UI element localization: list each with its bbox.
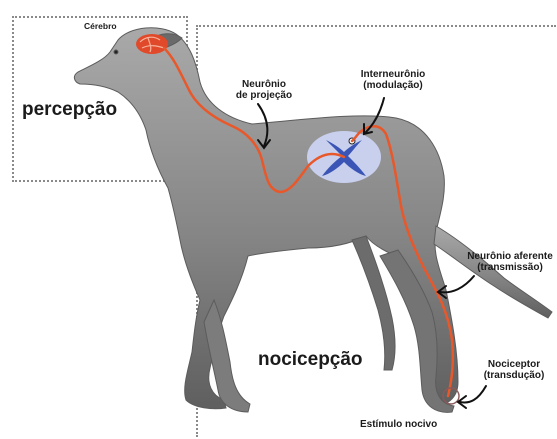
interneuron-label: Interneurônio (modulação) [350, 70, 436, 91]
noxious-stimulus-label: Estímulo nocivo [360, 420, 437, 431]
afferent-neuron-label: Neurônio aferente (transmissão) [460, 252, 557, 273]
perception-label: percepção [22, 100, 117, 120]
projection-neuron-label: Neurônio de projeção [224, 80, 304, 101]
brain-icon [136, 34, 168, 54]
brain-label: Cérebro [84, 22, 117, 31]
nociception-label: nocicepção [258, 350, 363, 370]
nociceptor-label: Nociceptor (transdução) [474, 360, 554, 381]
